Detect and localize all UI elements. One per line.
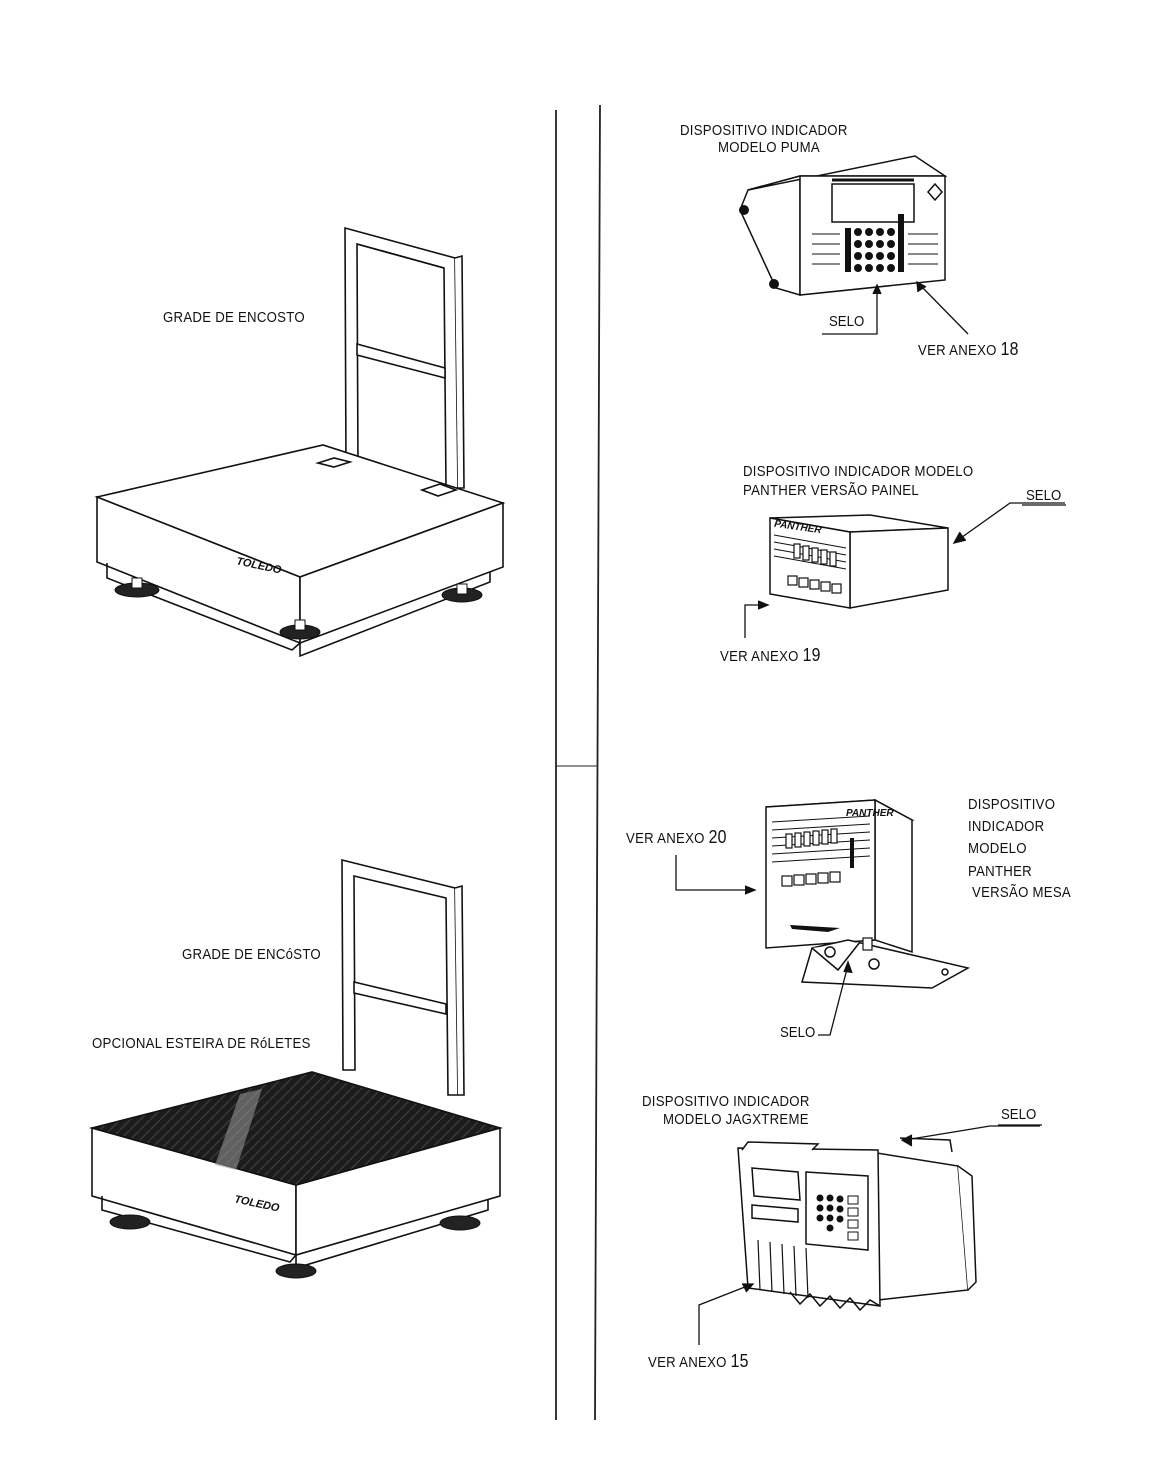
- jagxtreme-indicator: [737, 1137, 977, 1312]
- panther-panel-leaders: [744, 502, 1065, 638]
- panther-desk-brand: PANTHER: [846, 808, 894, 819]
- central-divider: [555, 104, 601, 1421]
- scale-top-feet: [114, 577, 483, 640]
- jagxtreme-title-line2: MODELO JAGXTREME: [663, 1111, 809, 1128]
- panther-desk-title-line5: VERSÃO MESA: [972, 884, 1071, 901]
- panther-panel-title-line2: PANTHER VERSÃO PAINEL: [743, 482, 919, 499]
- panther-desk-indicator: [765, 798, 971, 989]
- scale-with-rollers-bottom: [88, 858, 503, 1270]
- panther-desk-title-line3: MODELO: [968, 840, 1027, 857]
- jagxtreme-annex-reference: VER ANEXO 15: [648, 1351, 749, 1372]
- panther-desk-leaders: [675, 855, 853, 1036]
- jagxtreme-seal-label: SELO: [1001, 1106, 1037, 1123]
- label-underlines: [998, 504, 1066, 1126]
- panther-desk-seal-label: SELO: [780, 1024, 816, 1041]
- jagxtreme-title-line1: DISPOSITIVO INDICADOR: [642, 1093, 810, 1110]
- panther-desk-title-line4: PANTHER: [968, 863, 1032, 880]
- panther-desk-title-line1: DISPOSITIVO: [968, 796, 1056, 813]
- panther-panel-indicator: [769, 514, 949, 609]
- backrest-label-bottom: GRADE DE ENCóSTO: [182, 946, 321, 963]
- panther-desk-annex-reference: VER ANEXO 20: [626, 827, 727, 848]
- jagxtreme-leaders: [698, 1125, 1040, 1345]
- puma-title-line2: MODELO PUMA: [718, 139, 820, 156]
- scale-bottom-feet: [109, 1214, 481, 1279]
- puma-indicator: [739, 155, 948, 296]
- puma-title-line1: DISPOSITIVO INDICADOR: [680, 122, 848, 139]
- panther-panel-title-line1: DISPOSITIVO INDICADOR MODELO: [743, 463, 974, 480]
- panther-desk-title-line2: INDICADOR: [968, 818, 1045, 835]
- puma-annex-reference: VER ANEXO 18: [918, 339, 1019, 360]
- panther-panel-seal-label: SELO: [1026, 487, 1062, 504]
- puma-seal-label: SELO: [829, 313, 865, 330]
- scale-with-backrest-top: [94, 226, 506, 658]
- puma-leaders: [822, 280, 969, 335]
- backrest-label-top: GRADE DE ENCOSTO: [163, 309, 305, 326]
- roller-option-label: OPCIONAL ESTEIRA DE RóLETES: [92, 1035, 311, 1052]
- panther-panel-annex-reference: VER ANEXO 19: [720, 645, 821, 666]
